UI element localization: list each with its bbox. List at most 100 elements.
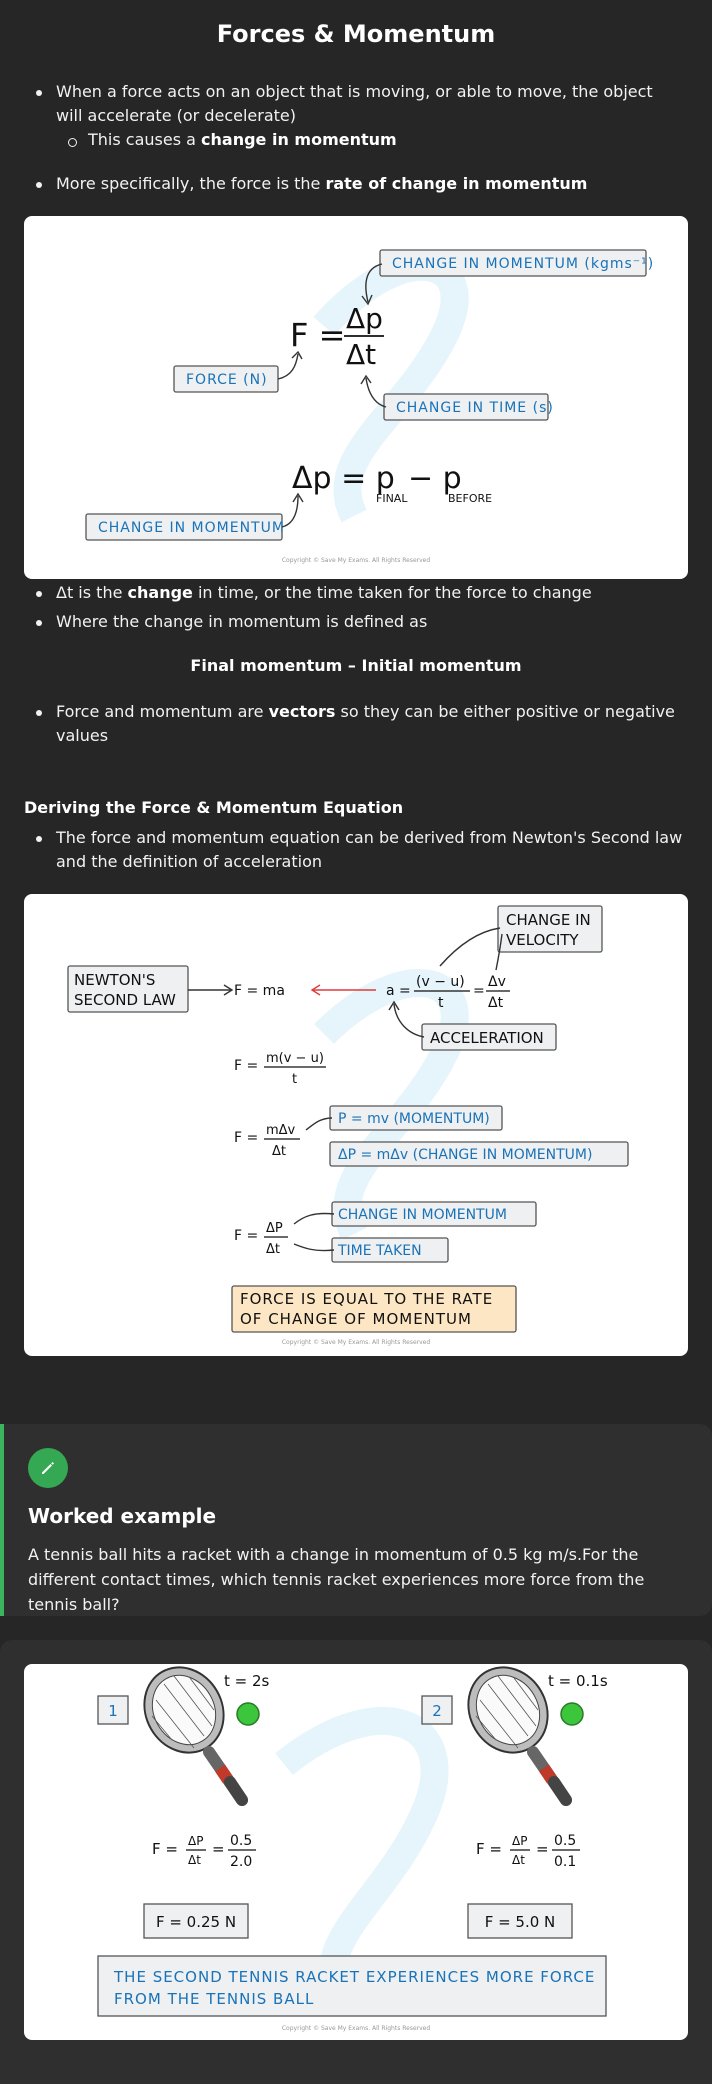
- arrowhead: [388, 1000, 400, 1011]
- dt-2: Δt: [512, 1853, 525, 1867]
- main-section: Forces & Momentum When a force acts on a…: [24, 20, 696, 1356]
- arrowhead: [291, 350, 303, 360]
- arrowhead: [223, 984, 234, 996]
- label-acceleration: ACCELERATION: [421, 1023, 557, 1051]
- text: so they can be either positive or negati…: [56, 702, 675, 745]
- arrow: [365, 377, 387, 408]
- bullet-vectors: Force and momentum are vectors so they c…: [36, 700, 696, 748]
- diagram-derivation-svg: NEWTON'S SECOND LAW F = ma a = (v − u) t…: [67, 905, 629, 1346]
- label-text: 2: [432, 1702, 442, 1720]
- den-1: 2.0: [230, 1854, 252, 1870]
- text: in time, or the time taken for the force…: [192, 583, 592, 602]
- diagram-tennis-rackets: 1 t = 2s 2: [24, 1664, 688, 2040]
- result-2: F = 5.0 N: [467, 1903, 573, 1939]
- dt-1: Δt: [188, 1853, 201, 1867]
- tennis-ball-1: [236, 1702, 260, 1726]
- arrow: [365, 263, 383, 303]
- result-1: F = 0.25 N: [143, 1903, 249, 1939]
- bullet-force-accelerate: When a force acts on an object that is m…: [36, 80, 676, 128]
- delta-t: Δt: [266, 1242, 280, 1257]
- arrow: [495, 933, 503, 971]
- f-eq: F =: [234, 1058, 258, 1074]
- delta-p: ΔP: [266, 1221, 283, 1236]
- worked-example-answer: 1 t = 2s 2: [0, 1640, 712, 2084]
- formula-f: F =: [290, 316, 345, 354]
- result-text: F = 5.0 N: [485, 1913, 556, 1931]
- label-text: P = mv (MOMENTUM): [338, 1111, 490, 1127]
- label-text: ΔP = mΔv (CHANGE IN MOMENTUM): [338, 1147, 592, 1163]
- label-newtons-second-law: NEWTON'S SECOND LAW: [67, 965, 189, 1013]
- label-change-momentum: CHANGE IN MOMENTUM: [85, 513, 285, 541]
- label-racket-2: 2: [421, 1695, 453, 1725]
- bold-text: change: [127, 583, 193, 602]
- tennis-racket-1: [143, 1666, 248, 1806]
- num-2: 0.5: [554, 1833, 576, 1849]
- formula-dt: Δt: [346, 338, 376, 371]
- f-eq: F =: [234, 1130, 258, 1146]
- bold-text: vectors: [268, 702, 336, 721]
- diagram-tennis-svg: 1 t = 2s 2: [97, 1666, 608, 2032]
- diagram-force-equation-svg: CHANGE IN MOMENTUM (kgms⁻¹) F = Δp Δt FO…: [85, 249, 654, 564]
- formula2-lhs: Δp = p: [292, 461, 395, 496]
- v-minus-u: (v − u): [416, 974, 465, 990]
- delta-t: Δt: [488, 995, 504, 1011]
- arrow: [293, 1243, 335, 1252]
- worked-example-card: Worked example A tennis ball hits a rack…: [0, 1424, 712, 1616]
- copyright: Copyright © Save My Exams. All Rights Re…: [282, 557, 431, 564]
- f-eq-1: F =: [152, 1840, 178, 1858]
- label-line-1: NEWTON'S: [74, 971, 155, 989]
- worked-example-text: A tennis ball hits a racket with a chang…: [28, 1545, 645, 1614]
- final-minus-initial: Final momentum – Initial momentum: [190, 656, 522, 675]
- label-dp-mdv: ΔP = mΔv (CHANGE IN MOMENTUM): [329, 1141, 629, 1167]
- label-racket-1: 1: [97, 1695, 129, 1725]
- label-p-mv: P = mv (MOMENTUM): [329, 1105, 503, 1131]
- label-line-2: SECOND LAW: [74, 991, 176, 1009]
- a-eq: a =: [386, 983, 411, 999]
- f-eq: F =: [234, 1228, 258, 1244]
- label-text: FORCE (N): [186, 372, 268, 388]
- label-text: CHANGE IN MOMENTUM: [338, 1207, 507, 1223]
- arrow: [277, 353, 299, 380]
- pencil-icon-svg: [42, 1462, 54, 1474]
- label-text: CHANGE IN MOMENTUM: [98, 520, 285, 536]
- tennis-racket-2: [467, 1666, 572, 1806]
- text: Force and momentum are: [56, 702, 269, 721]
- watermark-shape: [314, 969, 469, 1241]
- arrow: [393, 1003, 425, 1038]
- watermark-shape: [275, 1707, 449, 2012]
- arrow: [293, 1212, 335, 1225]
- time-1: t = 2s: [224, 1672, 270, 1690]
- formula2-final: FINAL: [376, 492, 408, 505]
- bullet-rate-change: More specifically, the force is the rate…: [36, 172, 676, 196]
- dp-1: ΔP: [188, 1834, 203, 1848]
- arrow: [281, 495, 299, 528]
- m-v-minus-u: m(v − u): [266, 1051, 324, 1066]
- diagram-derivation: NEWTON'S SECOND LAW F = ma a = (v − u) t…: [24, 894, 688, 1356]
- label-line-1: CHANGE IN: [506, 911, 591, 929]
- bold-text: change in momentum: [201, 130, 397, 149]
- label-text: ACCELERATION: [430, 1029, 544, 1047]
- bullet-change-defined: Where the change in momentum is defined …: [36, 610, 676, 634]
- derive-heading: Deriving the Force & Momentum Equation: [24, 798, 404, 817]
- result-text: F = 0.25 N: [156, 1913, 236, 1931]
- f-eq-2: F =: [476, 1840, 502, 1858]
- worked-example-title: Worked example: [28, 1504, 217, 1528]
- tennis-ball-2: [560, 1702, 584, 1726]
- delta-t: Δt: [272, 1144, 286, 1159]
- diagram-force-equation: CHANGE IN MOMENTUM (kgms⁻¹) F = Δp Δt FO…: [24, 216, 688, 579]
- label-line-2: VELOCITY: [506, 931, 579, 949]
- t: t: [438, 995, 444, 1011]
- arrow: [305, 1117, 333, 1131]
- label-text: CHANGE IN MOMENTUM (kgms⁻¹): [392, 256, 654, 272]
- formula2-minus: − p: [408, 461, 462, 496]
- bullet-derivation: The force and momentum equation can be d…: [36, 826, 686, 874]
- m-delta-v: mΔv: [266, 1123, 296, 1138]
- label-text: TIME TAKEN: [337, 1243, 422, 1259]
- red-arrowhead: [310, 984, 321, 996]
- sub-bullet-change-momentum: This causes a change in momentum: [68, 128, 668, 152]
- time-2: t = 0.1s: [548, 1672, 608, 1690]
- conclusion-box: THE SECOND TENNIS RACKET EXPERIENCES MOR…: [97, 1955, 607, 2017]
- formula2-before: BEFORE: [448, 492, 492, 505]
- label-text: 1: [108, 1702, 118, 1720]
- formula-dp: Δp: [346, 302, 383, 335]
